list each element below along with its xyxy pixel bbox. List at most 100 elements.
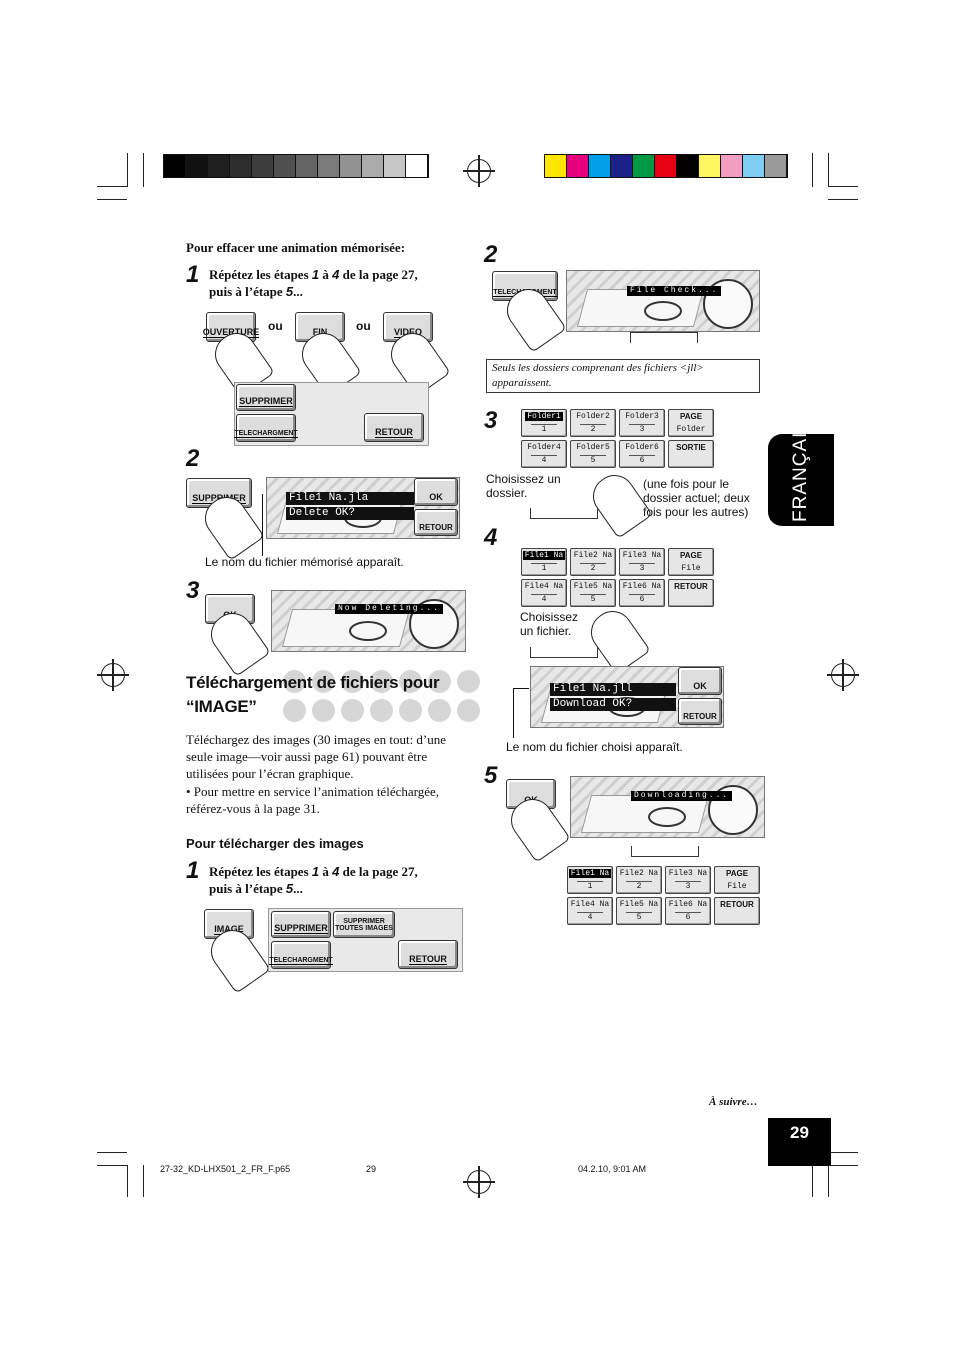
retour-button[interactable]: RETOUR bbox=[364, 413, 424, 442]
color-swatch bbox=[208, 155, 230, 177]
grid-item-label: Folder1 bbox=[525, 412, 563, 421]
color-swatch bbox=[296, 155, 318, 177]
telechargement-button[interactable]: TELECHARGMENT bbox=[269, 941, 333, 969]
crop-mark bbox=[127, 1165, 128, 1197]
crop-mark bbox=[97, 1152, 127, 1153]
page-button-sub-label: File bbox=[681, 564, 701, 573]
supprimer-button[interactable]: SUPPRIMER bbox=[271, 911, 331, 938]
decorative-dots bbox=[283, 699, 480, 722]
decorative-dots bbox=[283, 670, 480, 693]
telechargement-button[interactable]: TELECHARGMENT bbox=[234, 414, 298, 442]
grid-item-label: Folder2 bbox=[576, 412, 610, 421]
crop-mark bbox=[828, 186, 858, 187]
page-number-box: 29 bbox=[768, 1118, 831, 1166]
retour-button[interactable]: RETOUR bbox=[668, 579, 714, 607]
color-swatch bbox=[545, 155, 567, 177]
retour-button-label: RETOUR bbox=[720, 900, 754, 909]
crop-mark bbox=[127, 153, 128, 187]
step-instruction: Répétez les étapes 1 à 4 de la page 27, … bbox=[209, 864, 418, 896]
retour-button[interactable]: RETOUR bbox=[714, 897, 760, 925]
grid-item-number: 5 bbox=[579, 594, 607, 604]
crop-mark bbox=[828, 1152, 858, 1153]
retour-button[interactable]: RETOUR bbox=[398, 940, 458, 969]
down-arrow-icon bbox=[530, 508, 598, 519]
registration-mark-icon bbox=[827, 659, 859, 691]
grid-item-number: 2 bbox=[579, 424, 607, 434]
file-name-display: File1 Na.jla bbox=[286, 492, 414, 505]
crop-mark bbox=[97, 1165, 127, 1166]
sortie-button[interactable]: SORTIE bbox=[668, 440, 714, 468]
grid-item-label: File4 Na bbox=[570, 900, 610, 909]
crop-mark bbox=[143, 153, 144, 187]
caption-chosen-name: Le nom du fichier choisi apparaît. bbox=[506, 740, 683, 754]
step-number: 2 bbox=[484, 241, 498, 268]
registration-mark-icon bbox=[463, 1166, 495, 1198]
lcd-screen bbox=[570, 776, 765, 838]
grid-item-number: 1 bbox=[530, 424, 558, 434]
color-swatch bbox=[743, 155, 765, 177]
grid-item-label: Folder3 bbox=[625, 412, 659, 421]
crop-mark bbox=[828, 1165, 858, 1166]
folder-selection-note: (une fois pour le dossier actuel; deux f… bbox=[643, 477, 750, 519]
section-title-line: Téléchargement de fichiers pour bbox=[186, 673, 440, 692]
file-name-display: File1 Na.jll bbox=[550, 683, 676, 696]
down-arrow-icon bbox=[630, 332, 698, 343]
retour-button-label: RETOUR bbox=[674, 582, 708, 591]
button-label-line: SUPPRIMER bbox=[343, 917, 385, 925]
step-number: 2 bbox=[186, 445, 200, 472]
step-number: 5 bbox=[484, 762, 498, 789]
grid-item-number: 3 bbox=[674, 881, 702, 891]
supprimer-button[interactable]: SUPPRIMER bbox=[236, 384, 296, 411]
ok-button[interactable]: OK bbox=[678, 667, 722, 695]
grid-item-label: File2 Na bbox=[619, 869, 659, 878]
ok-button[interactable]: OK bbox=[414, 478, 458, 506]
down-arrow-icon bbox=[530, 647, 598, 658]
crop-mark bbox=[812, 153, 813, 187]
grid-item-number: 6 bbox=[628, 455, 656, 465]
crop-mark bbox=[97, 199, 127, 200]
delete-confirm-display: Delete OK? bbox=[286, 507, 414, 520]
color-swatch bbox=[384, 155, 406, 177]
color-swatch bbox=[699, 155, 721, 177]
registration-mark-icon bbox=[463, 155, 495, 187]
leader-line bbox=[513, 688, 529, 689]
step-number: 4 bbox=[484, 524, 498, 551]
grid-item-label: Folder5 bbox=[576, 443, 610, 452]
grid-item[interactable]: Folder1 1 bbox=[521, 409, 567, 437]
page-number: 29 bbox=[790, 1123, 809, 1142]
down-arrow-icon bbox=[631, 846, 699, 857]
retour-button[interactable]: RETOUR bbox=[678, 698, 722, 725]
caption-choose-folder: Choisissez un dossier. bbox=[486, 472, 561, 500]
supprimer-toutes-images-button[interactable]: SUPPRIMER TOUTES IMAGES bbox=[333, 911, 395, 938]
note-text: Seuls les dossiers comprenant des fichie… bbox=[492, 362, 704, 389]
grid-item[interactable]: Folder2 2 bbox=[570, 409, 616, 437]
sortie-button-label: SORTIE bbox=[676, 443, 706, 452]
footer-date: 04.2.10, 9:01 AM bbox=[578, 1164, 647, 1174]
retour-button[interactable]: RETOUR bbox=[414, 509, 458, 536]
color-calibration-bar bbox=[544, 154, 788, 178]
page-button-sub-label: Folder bbox=[676, 425, 706, 434]
color-swatch bbox=[362, 155, 384, 177]
page-button-sub-label: File bbox=[727, 882, 747, 891]
grid-item-number: 1 bbox=[576, 881, 604, 891]
